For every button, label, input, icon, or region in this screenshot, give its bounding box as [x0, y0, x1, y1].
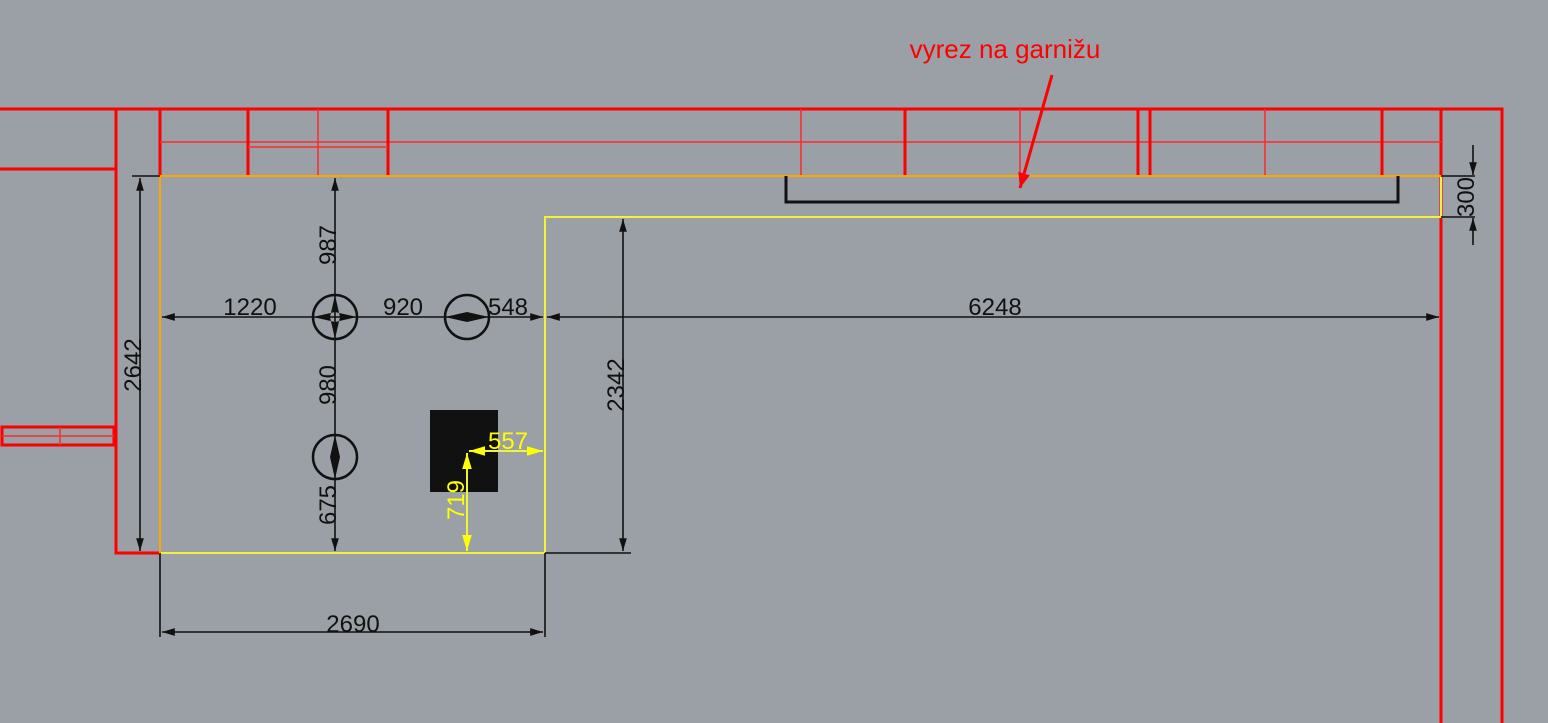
annotation-arrow [1018, 74, 1054, 189]
dim-675: 675 [315, 485, 342, 525]
dim-719: 719 [443, 480, 470, 520]
dim-987: 987 [315, 225, 342, 265]
dim-1220: 1220 [223, 294, 276, 321]
hob-symbol [311, 293, 359, 341]
dim-2342: 2342 [603, 358, 630, 411]
dim-300: 300 [1453, 177, 1480, 217]
dim-548: 548 [488, 294, 528, 321]
counter-outline [159, 175, 1442, 554]
dim-980: 980 [315, 365, 342, 405]
outlet-symbol [311, 433, 359, 481]
annotation-text: vyrez na garnižu [910, 34, 1101, 64]
dim-6248: 6248 [968, 294, 1021, 321]
dim-557: 557 [488, 428, 528, 455]
dim-2642: 2642 [120, 338, 147, 391]
walls [0, 107, 1504, 723]
sink-symbol [443, 293, 491, 341]
dim-920: 920 [383, 294, 423, 321]
curtain-rail-cutout [784, 176, 1400, 204]
dim-2690: 2690 [326, 611, 379, 638]
